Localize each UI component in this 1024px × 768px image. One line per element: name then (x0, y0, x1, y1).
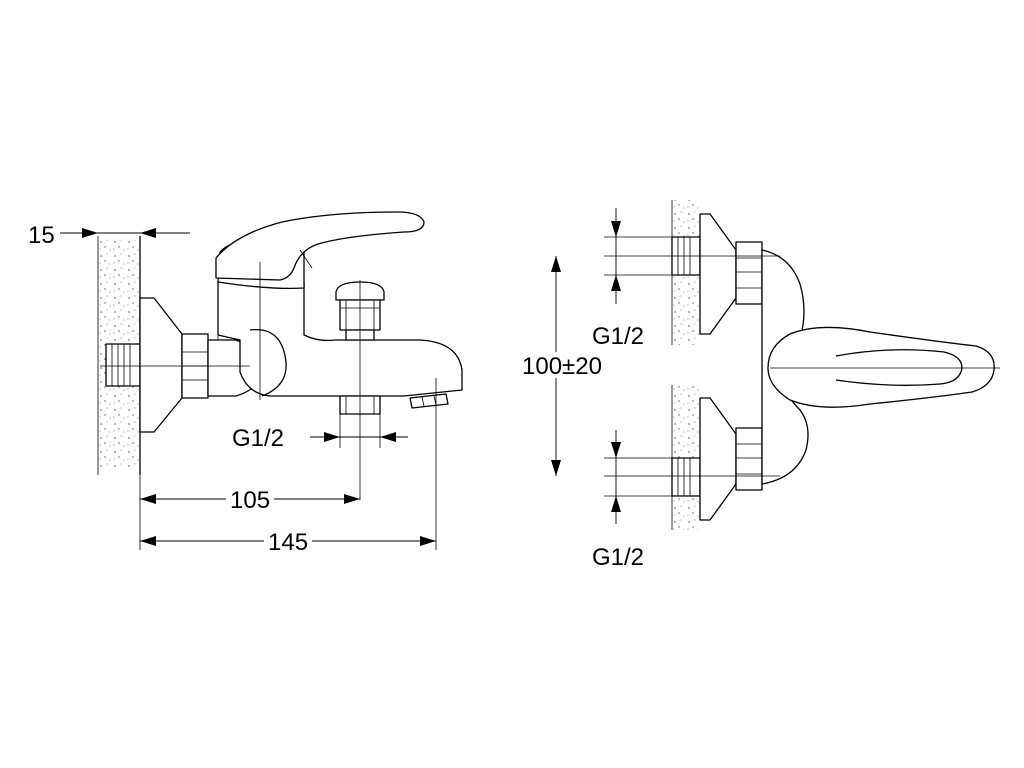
spout-aerator (409, 393, 449, 409)
top-flange (699, 213, 737, 335)
top-thread-label: G1/2 (592, 323, 644, 350)
top-hex-nut (735, 241, 763, 305)
wall-thickness-label: 15 (28, 222, 55, 249)
bottom-flange (699, 397, 737, 521)
overall-dim-label: 145 (268, 529, 308, 556)
inlet-nipple (105, 343, 141, 387)
front-view: G1/2 100±20 G1/2 (520, 200, 1000, 571)
spout-dim-label: 105 (230, 487, 270, 514)
side-view: 15 G1/2 105 145 (28, 211, 463, 556)
bottom-hex-nut (735, 427, 763, 491)
wall-flange (139, 297, 183, 433)
lever-handle (215, 211, 425, 281)
mixer-body (217, 281, 463, 397)
lever-handle-front (767, 326, 995, 408)
outlet-thread-label: G1/2 (232, 425, 284, 452)
bottom-thread-label: G1/2 (592, 544, 644, 571)
center-distance-label: 100±20 (522, 353, 602, 380)
bottom-inlet-nipple (671, 457, 701, 497)
